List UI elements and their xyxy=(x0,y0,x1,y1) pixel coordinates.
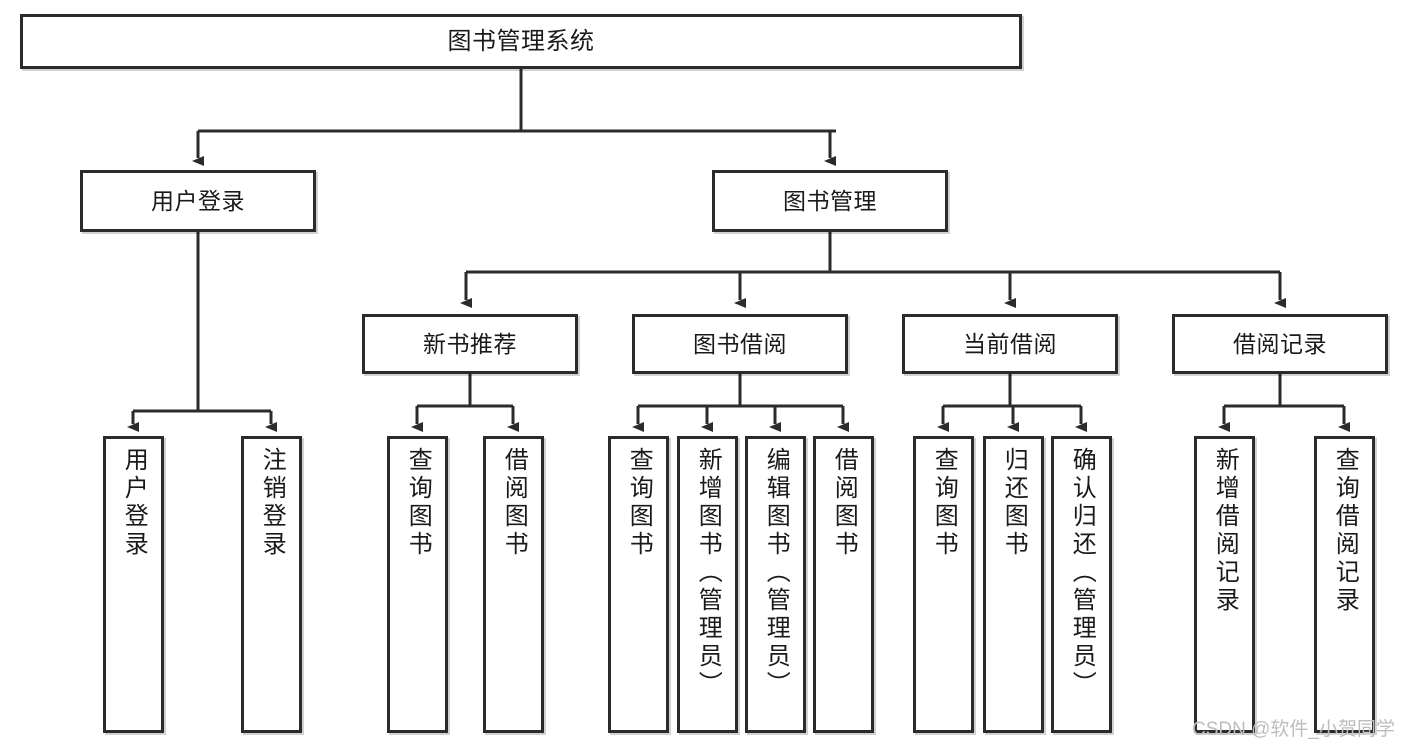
leaf-current-confirm-return-admin[interactable]: 确认归还（管理员） xyxy=(1051,436,1112,733)
csdn-watermark: CSDN @软件_小贺同学 xyxy=(1192,719,1395,740)
leaf-current-query-book[interactable]: 查询图书 xyxy=(913,436,974,733)
node-label: 查询借阅记录 xyxy=(1331,447,1359,615)
leaf-record-add-borrow-record[interactable]: 新增借阅记录 xyxy=(1194,436,1255,733)
leaf-borrow-borrow-book[interactable]: 借阅图书 xyxy=(813,436,874,733)
node-label: 借阅记录 xyxy=(1233,330,1327,357)
node-label: 图书管理系统 xyxy=(447,27,595,55)
node-label: 新书推荐 xyxy=(423,330,517,357)
node-label: 查询图书 xyxy=(404,447,432,559)
node-label: 查询图书 xyxy=(625,447,653,559)
leaf-borrow-edit-book-admin[interactable]: 编辑图书（管理员） xyxy=(745,436,806,733)
node-label: 借阅图书 xyxy=(500,447,528,559)
node-label: 用户登录 xyxy=(120,447,148,559)
node-label: 新增图书（管理员） xyxy=(694,447,722,699)
node-label: 图书管理 xyxy=(783,187,877,214)
node-label: 图书借阅 xyxy=(693,330,787,357)
leaf-current-return-book[interactable]: 归还图书 xyxy=(983,436,1044,733)
node-label: 编辑图书（管理员） xyxy=(762,447,790,699)
leaf-user-login[interactable]: 用户登录 xyxy=(103,436,164,733)
leaf-recommend-borrow-book[interactable]: 借阅图书 xyxy=(483,436,544,733)
node-label: 查询图书 xyxy=(930,447,958,559)
leaf-borrow-add-book-admin[interactable]: 新增图书（管理员） xyxy=(677,436,738,733)
leaf-recommend-query-book[interactable]: 查询图书 xyxy=(387,436,448,733)
node-book-management[interactable]: 图书管理 xyxy=(712,170,948,232)
node-current-borrow[interactable]: 当前借阅 xyxy=(902,314,1118,374)
node-root-library-system[interactable]: 图书管理系统 xyxy=(20,14,1022,69)
node-book-borrow[interactable]: 图书借阅 xyxy=(632,314,848,374)
node-label: 用户登录 xyxy=(151,187,245,214)
leaf-user-logout[interactable]: 注销登录 xyxy=(241,436,302,733)
node-label: 归还图书 xyxy=(1000,447,1028,559)
node-label: 当前借阅 xyxy=(963,330,1057,357)
node-label: 借阅图书 xyxy=(830,447,858,559)
node-label: 注销登录 xyxy=(258,447,286,559)
leaf-borrow-query-book[interactable]: 查询图书 xyxy=(608,436,669,733)
leaf-record-query-borrow-record[interactable]: 查询借阅记录 xyxy=(1314,436,1375,733)
node-borrow-record[interactable]: 借阅记录 xyxy=(1172,314,1388,374)
node-label: 新增借阅记录 xyxy=(1211,447,1239,615)
node-new-book-recommend[interactable]: 新书推荐 xyxy=(362,314,578,374)
node-user-login[interactable]: 用户登录 xyxy=(80,170,316,232)
node-label: 确认归还（管理员） xyxy=(1068,447,1096,699)
